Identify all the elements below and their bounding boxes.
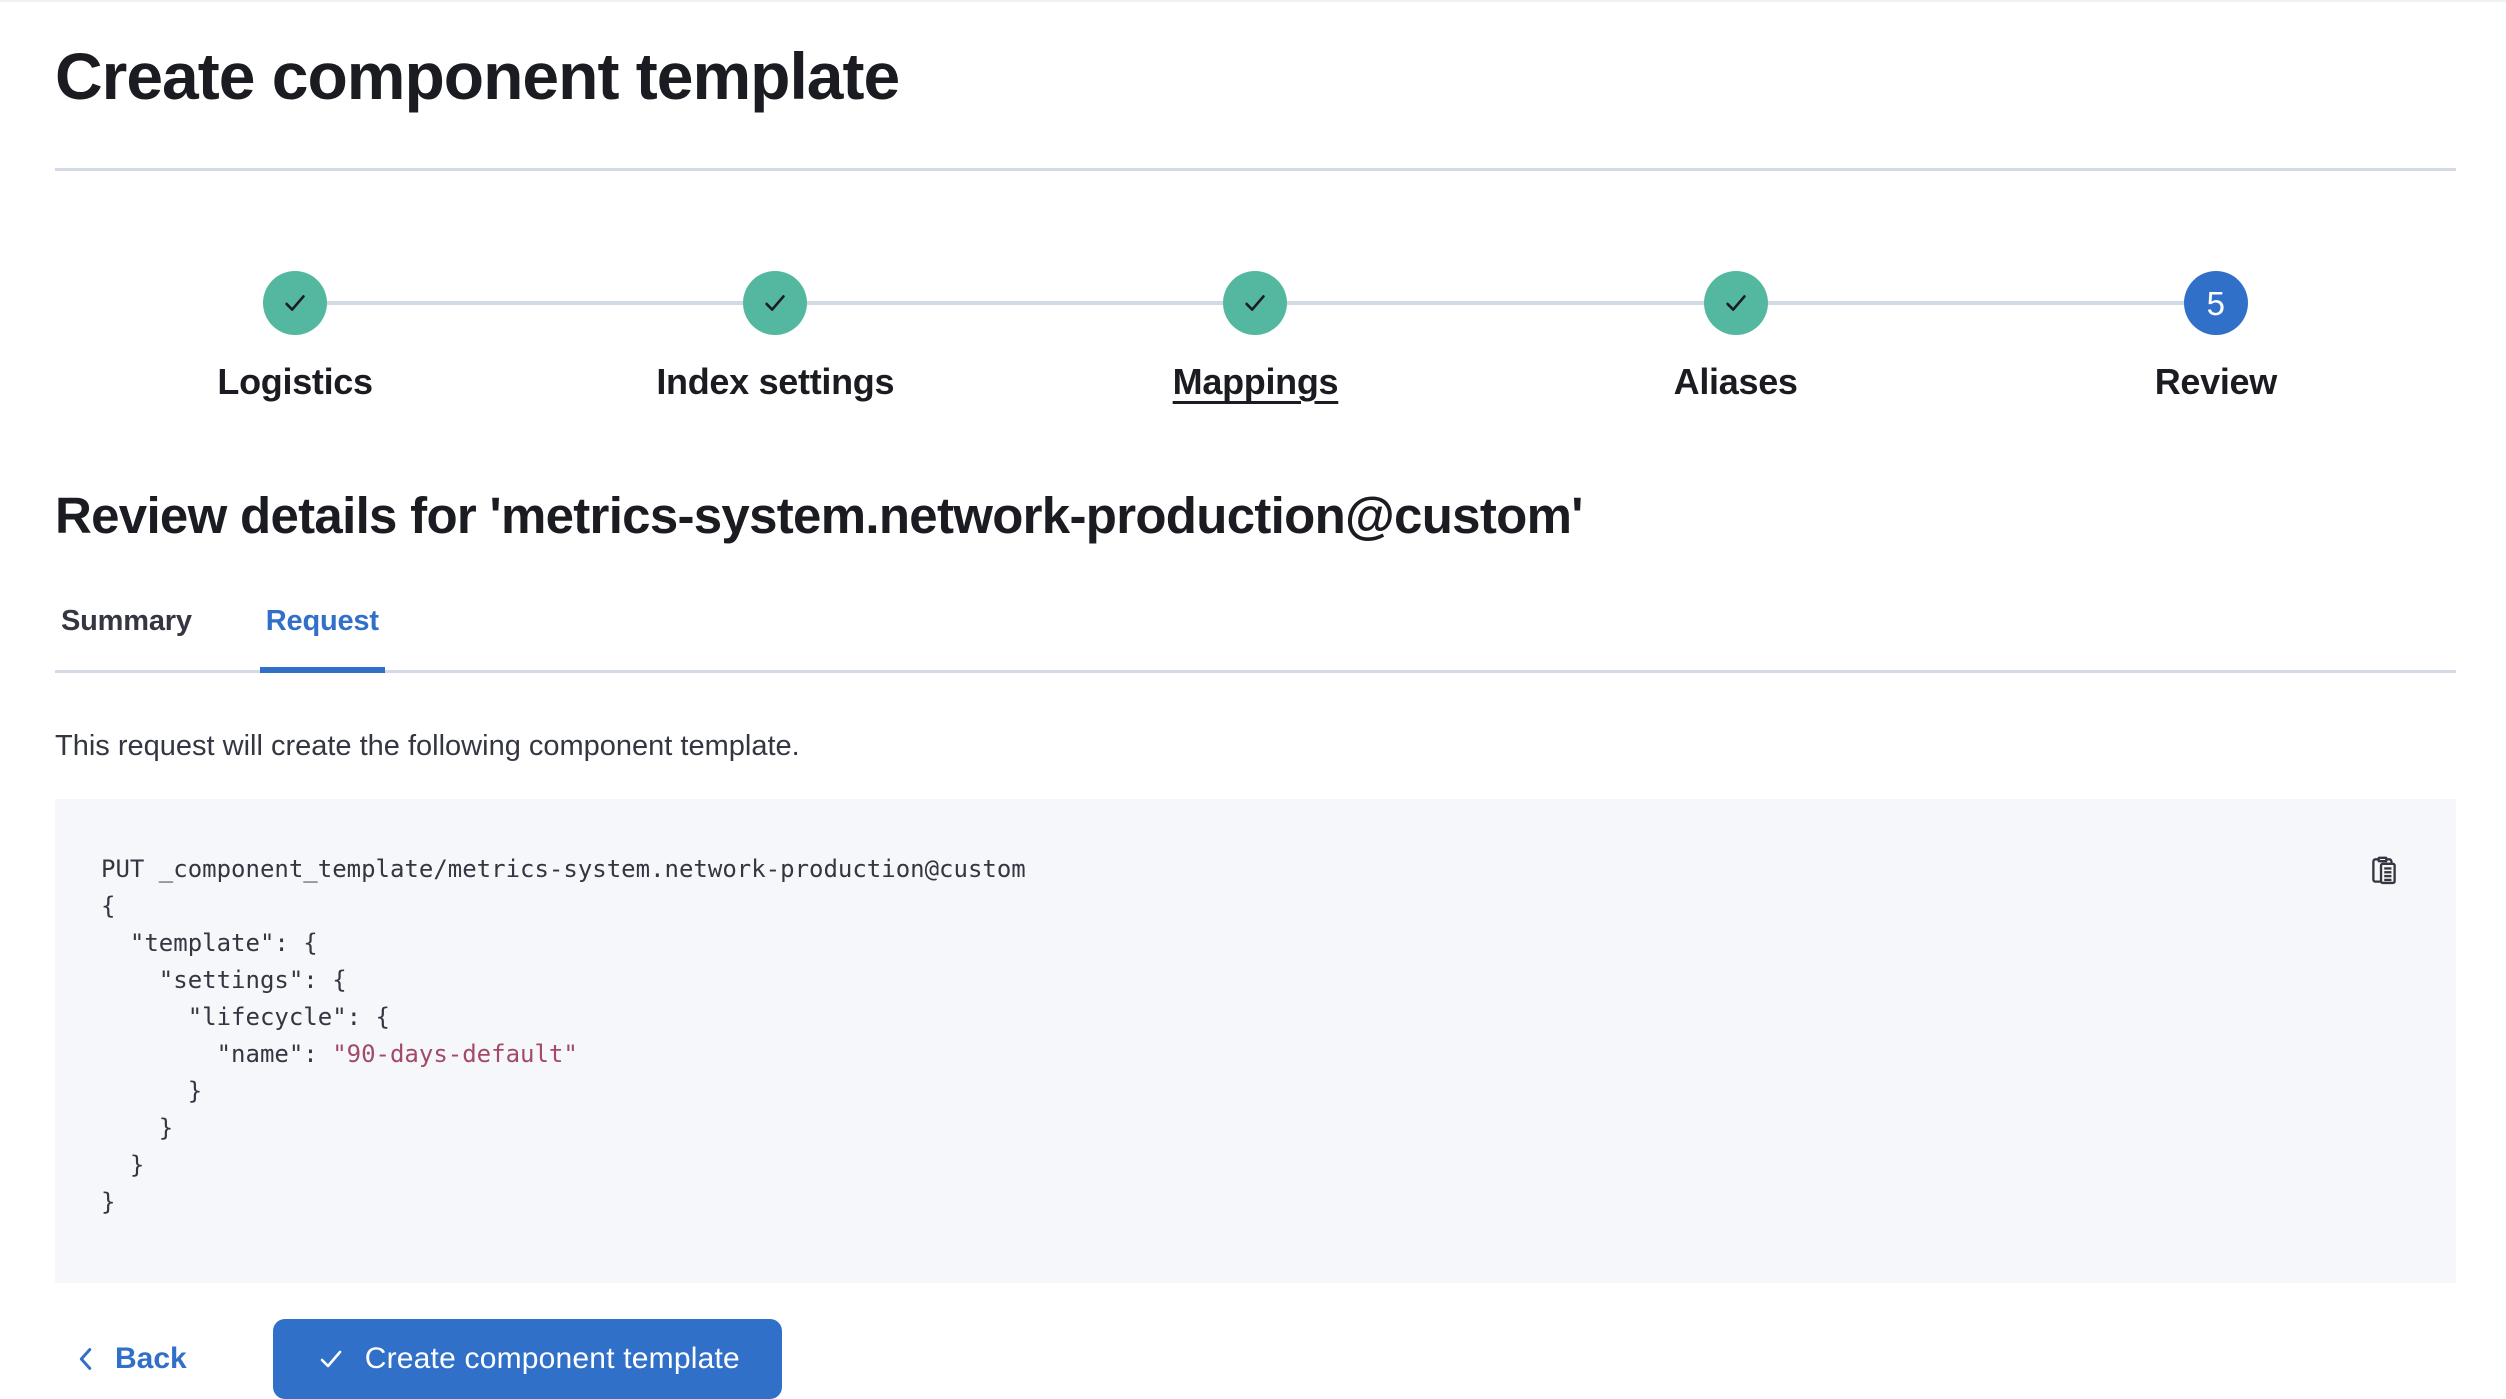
step-number-label: 5	[2206, 284, 2226, 322]
tab-request[interactable]: Request	[259, 603, 385, 673]
create-component-template-button[interactable]: Create component template	[272, 1319, 782, 1399]
check-icon	[315, 1343, 347, 1375]
copy-to-clipboard-button[interactable]	[2364, 851, 2404, 891]
step-complete-check-icon	[263, 271, 328, 335]
step-mappings[interactable]: Mappings	[1015, 271, 1495, 403]
step-complete-check-icon	[1223, 271, 1288, 335]
step-label: Aliases	[1673, 361, 1798, 402]
step-current-number: 5	[2183, 271, 2248, 335]
copy-clipboard-icon	[2367, 854, 2401, 888]
create-component-template-button-label: Create component template	[364, 1342, 740, 1375]
review-details-heading: Review details for 'metrics-system.netwo…	[55, 487, 1583, 544]
step-label: Index settings	[656, 361, 895, 402]
step-label: Mappings	[1172, 361, 1339, 402]
step-complete-check-icon	[1703, 271, 1768, 335]
back-button-label: Back	[115, 1342, 187, 1375]
page-title: Create component template	[55, 39, 900, 113]
tab-summary[interactable]: Summary	[55, 603, 198, 673]
step-aliases[interactable]: Aliases	[1496, 271, 1976, 403]
step-complete-check-icon	[743, 271, 808, 335]
chevron-left-icon	[71, 1344, 101, 1374]
step-index-settings[interactable]: Index settings	[535, 271, 1015, 403]
request-code: PUT _component_template/metrics-system.n…	[101, 855, 1026, 1216]
title-divider	[55, 168, 2456, 171]
step-logistics[interactable]: Logistics	[55, 271, 535, 403]
tab-bar: Summary Request	[55, 603, 2456, 673]
footer-actions: Back Create component template	[55, 1319, 2456, 1399]
step-label: Review	[2154, 361, 2278, 402]
request-description: This request will create the following c…	[55, 730, 800, 762]
step-label: Logistics	[217, 361, 373, 402]
back-button[interactable]: Back	[55, 1342, 203, 1376]
request-code-block: PUT _component_template/metrics-system.n…	[55, 799, 2456, 1283]
